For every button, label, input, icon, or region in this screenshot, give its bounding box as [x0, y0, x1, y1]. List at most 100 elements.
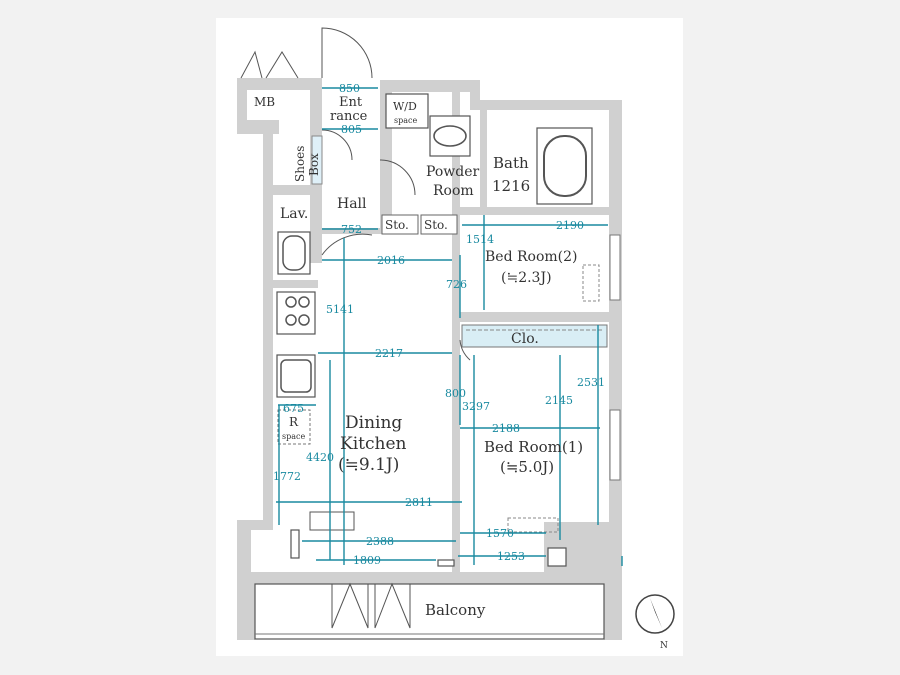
wall-balcony-right	[604, 580, 622, 640]
dim-2145: 2145	[545, 394, 573, 407]
entrance-door	[321, 27, 373, 79]
label-powder-2: Room	[433, 183, 474, 199]
dim-3297: 3297	[462, 400, 490, 413]
label-bath-1: Bath	[493, 154, 529, 172]
dim-805: 805	[341, 123, 362, 136]
dim-2188: 2188	[492, 422, 520, 435]
label-sto-2: Sto.	[424, 218, 448, 232]
label-hall: Hall	[337, 196, 367, 212]
wall-hall-bottom	[322, 228, 382, 234]
door-dk	[321, 233, 373, 256]
fixtures	[240, 27, 675, 640]
bed1-ac-unit	[507, 517, 559, 533]
wall-mb-left	[237, 78, 247, 123]
dim-752: 752	[341, 223, 362, 236]
wall-top-right	[470, 100, 620, 110]
wall-lav-top	[263, 185, 321, 195]
burner-3	[285, 314, 297, 326]
wall-bath-left	[480, 110, 487, 210]
dim-1772: 1772	[273, 470, 301, 483]
balcony-area	[254, 583, 605, 640]
label-entrance-1: Ent	[339, 95, 363, 110]
pillar-left	[290, 529, 300, 559]
r-space-box	[277, 409, 311, 445]
label-entrance-2: rance	[330, 109, 368, 124]
door-entrance-inner	[321, 129, 353, 161]
wall-left-step-lower	[237, 520, 273, 530]
dim-675: 675	[283, 402, 304, 415]
mb-door-leaves	[240, 50, 299, 79]
label-sto-1: Sto.	[385, 218, 409, 232]
label-shoes-1: Shoes	[293, 146, 307, 182]
door-powder	[379, 159, 416, 196]
dim-2388: 2388	[366, 535, 394, 548]
wall-left-upper	[263, 130, 273, 190]
sill-marker	[437, 559, 455, 567]
label-clo: Clo.	[511, 331, 539, 347]
label-dk-1: Dining	[345, 413, 402, 433]
wall-top-step	[470, 80, 480, 102]
dim-4420: 4420	[306, 451, 334, 464]
balcony-sliding-doors	[331, 582, 411, 629]
label-dk-3: (≒9.1J)	[338, 455, 399, 475]
dk-ac-unit	[309, 511, 355, 531]
sto-box-2	[420, 214, 458, 235]
burner-1	[285, 296, 297, 308]
wall-bottom	[237, 572, 622, 584]
dim-726: 726	[446, 278, 467, 291]
wall-top-middle	[380, 80, 480, 92]
dim-1809: 1809	[353, 554, 381, 567]
label-wd-2: space	[394, 116, 417, 125]
bathtub-outline	[536, 127, 593, 205]
window-bed2	[609, 234, 621, 301]
wall-center	[452, 90, 460, 577]
powder-basin	[429, 115, 471, 157]
label-north: N	[660, 641, 668, 651]
wall-mb-top	[237, 78, 322, 90]
wall-balcony-left	[237, 580, 255, 640]
label-mb: MB	[254, 95, 275, 109]
shoes-box-shelf	[311, 135, 323, 185]
toilet-bowl	[282, 235, 306, 271]
burner-4	[298, 314, 310, 326]
dim-800: 800	[445, 387, 466, 400]
dim-850: 850	[339, 82, 360, 95]
kitchen-sink	[276, 354, 316, 398]
wall-kitchen-top	[270, 280, 318, 288]
wall-bed2-bottom	[460, 312, 615, 322]
label-lav: Lav.	[280, 206, 308, 222]
pillar-right	[547, 547, 567, 567]
dim-5141: 5141	[326, 303, 354, 316]
compass-ring	[635, 594, 675, 634]
wd-space-box	[385, 93, 429, 129]
sink-bowl	[280, 359, 312, 393]
dim-1514: 1514	[466, 233, 494, 246]
stove	[276, 291, 316, 335]
dim-2811: 2811	[405, 496, 433, 509]
label-powder-1: Powder	[426, 164, 480, 180]
dimension-lines	[276, 87, 623, 566]
room-labels: MB Ent rance W/D space Powder Room Bath …	[254, 95, 668, 651]
label-wd-1: W/D	[393, 100, 417, 113]
basin-bowl	[433, 125, 467, 147]
label-bed2-1: Bed Room(2)	[485, 249, 578, 265]
label-r-2: space	[282, 432, 305, 441]
north-arrow-icon	[650, 598, 662, 628]
dim-2016: 2016	[377, 254, 405, 267]
label-bed1-1: Bed Room(1)	[484, 438, 583, 456]
label-r-1: R	[289, 415, 299, 429]
walls	[237, 78, 622, 640]
label-bed1-2: (≒5.0J)	[500, 458, 554, 476]
wall-left-main	[263, 190, 273, 525]
label-bath-2: 1216	[492, 177, 530, 195]
dimension-labels: 850 805 752 2190 1514 2016 726 5141 2217…	[273, 82, 605, 567]
label-shoes-2: Box	[307, 153, 321, 176]
burner-2	[298, 296, 310, 308]
dim-1570: 1570	[486, 527, 514, 540]
dim-1253: 1253	[497, 550, 525, 563]
dim-2190: 2190	[556, 219, 584, 232]
sto-box-1	[381, 214, 419, 235]
wall-bed2-top	[460, 207, 615, 215]
label-dk-2: Kitchen	[340, 434, 406, 454]
